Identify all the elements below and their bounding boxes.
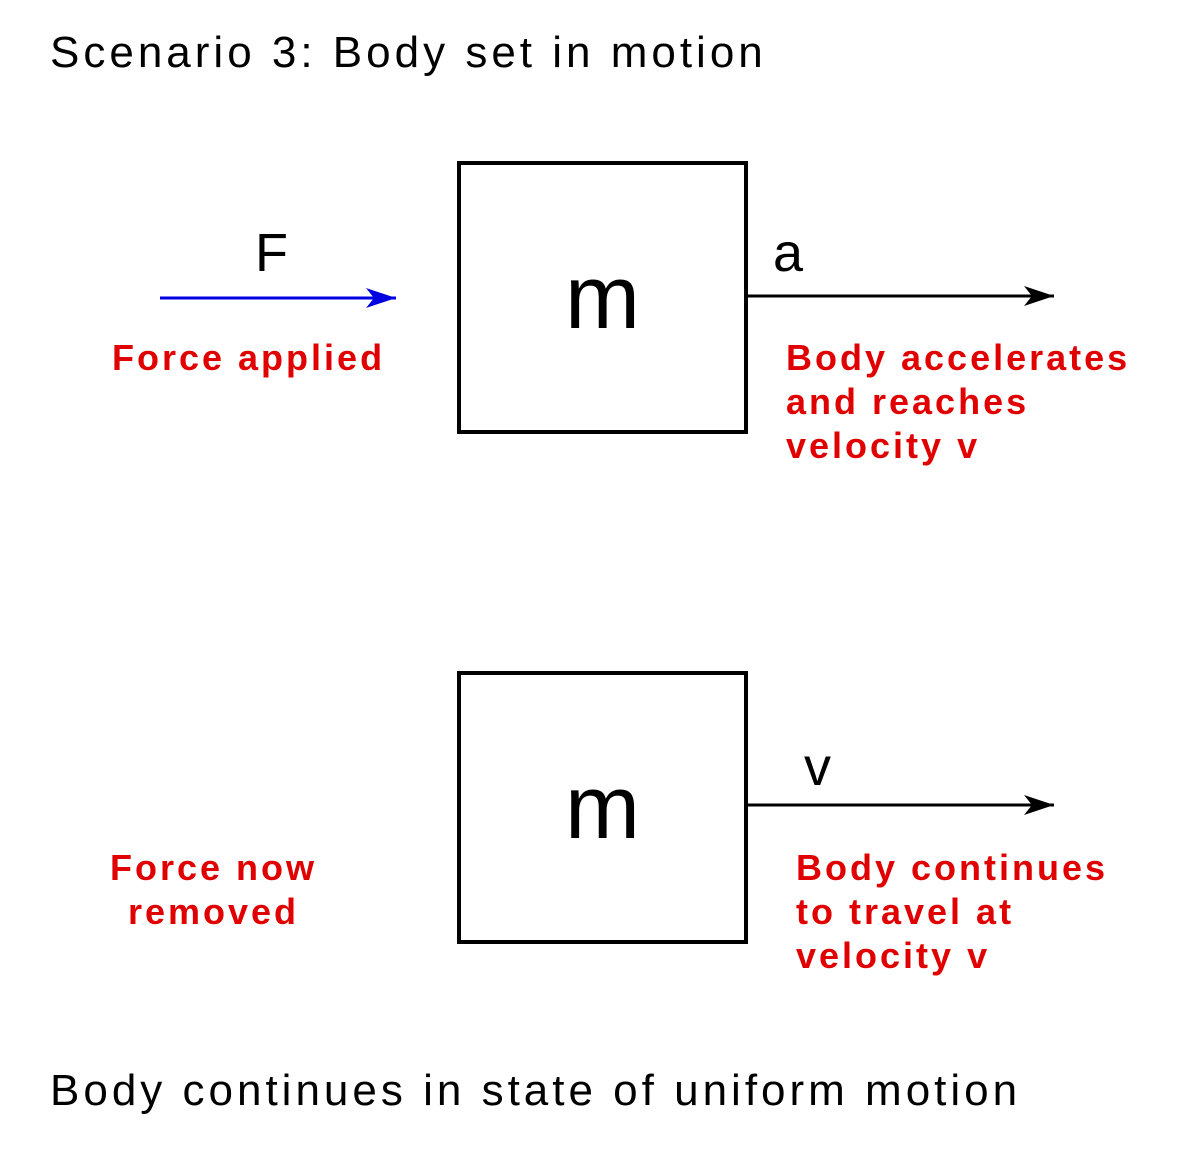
continues-label: Body continues to travel at velocity v [796,847,1109,976]
diagram-title: Scenario 3: Body set in motion [50,28,767,77]
diagram-footer: Body continues in state of uniform motio… [50,1066,1022,1115]
mass-label-bottom: m [565,758,640,858]
velocity-symbol: v [804,737,831,797]
accelerates-label: Body accelerates and reaches velocity v [786,337,1131,466]
mass-box-bottom: m [457,671,748,944]
mass-box-top: m [457,161,748,434]
force-applied-label: Force applied [112,337,386,378]
acceleration-symbol: a [773,223,804,283]
force-symbol: F [255,223,288,283]
mass-label-top: m [565,248,640,348]
force-removed-label: Force now removed [110,847,318,932]
